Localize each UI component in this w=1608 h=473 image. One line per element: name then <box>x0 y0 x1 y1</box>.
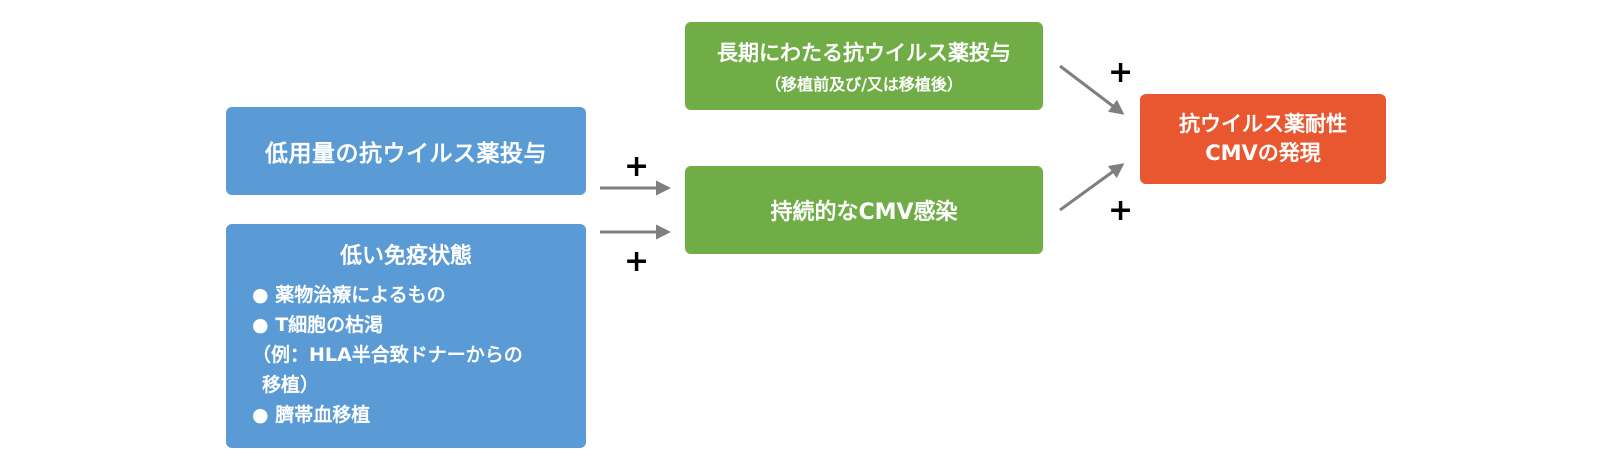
persistent-cmv-label: 持続的なCMV感染 <box>770 200 958 225</box>
arrow-long-term-to-resistance <box>1059 64 1125 115</box>
immunosuppression-title: 低い免疫状態 <box>339 244 472 269</box>
long-term-antiviral-box: 長期にわたる抗ウイルス薬投与 （移植前及び/又は移植後） <box>685 22 1043 110</box>
immunosuppression-item: ● T細胞の枯渇 <box>252 314 384 336</box>
low-dose-antiviral-box: 低用量の抗ウイルス薬投与 <box>226 107 586 195</box>
low-dose-label: 低用量の抗ウイルス薬投与 <box>265 141 547 167</box>
antiviral-resistance-box: 抗ウイルス薬耐性 CMVの発現 <box>1140 94 1386 184</box>
plus-sign-lower-right: + <box>1108 193 1134 228</box>
plus-sign-lower-left: + <box>624 244 650 279</box>
immunosuppression-item: ● 臍帯血移植 <box>252 404 371 426</box>
plus-sign-upper-left: + <box>624 149 650 184</box>
immunosuppression-item: （例：HLA半合致ドナーからの <box>252 344 523 366</box>
resistance-label-line1: 抗ウイルス薬耐性 <box>1179 112 1347 136</box>
immunosuppression-box: 低い免疫状態 ● 薬物治療によるもの ● T細胞の枯渇 （例：HLA半合致ドナー… <box>226 224 586 448</box>
plus-sign-upper-right: + <box>1108 55 1134 90</box>
persistent-cmv-box: 持続的なCMV感染 <box>685 166 1043 254</box>
arrow-persistent-to-resistance <box>1059 163 1125 212</box>
immunosuppression-item: 移植） <box>262 374 320 396</box>
resistance-label-line2: CMVの発現 <box>1205 141 1321 165</box>
long-term-sublabel: （移植前及び/又は移植後） <box>765 75 963 94</box>
long-term-label: 長期にわたる抗ウイルス薬投与 <box>717 41 1011 65</box>
immunosuppression-item: ● 薬物治療によるもの <box>252 284 446 306</box>
